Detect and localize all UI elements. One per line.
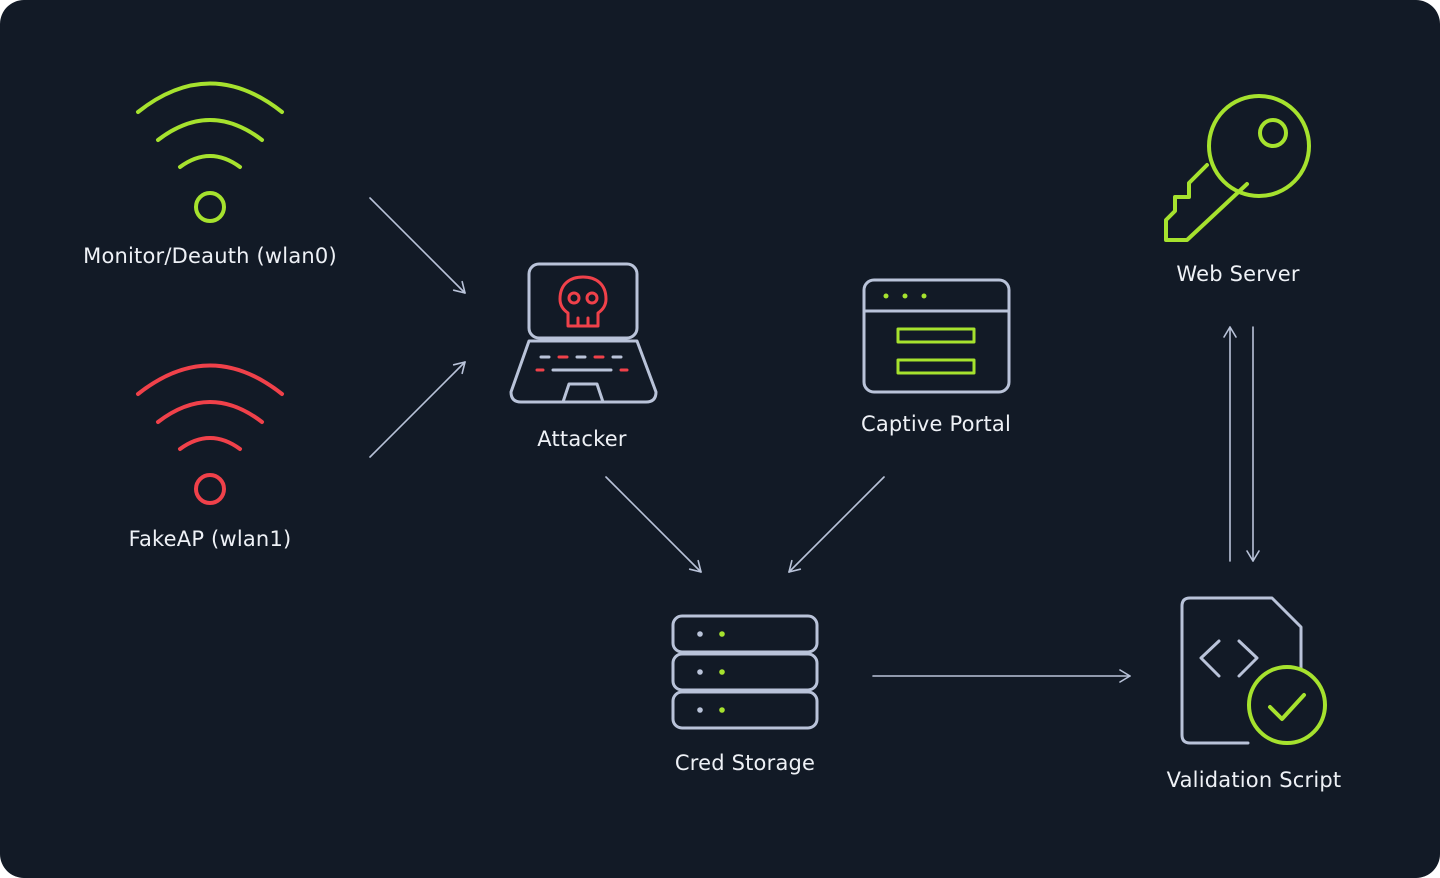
attacker-label: Attacker (537, 427, 627, 451)
wifi-icon (136, 81, 284, 223)
webserver-label: Web Server (1176, 262, 1300, 286)
edge-portal-storage (788, 476, 885, 573)
edge-attacker-storage (605, 476, 702, 573)
browser-window-icon (862, 278, 1011, 394)
edges (369, 197, 1260, 683)
code-file-check-icon (1180, 596, 1327, 745)
edge-fakeap-attacker (369, 361, 466, 458)
wifi-icon (136, 363, 284, 505)
storage-label: Cred Storage (674, 751, 816, 775)
fakeap-label: FakeAP (wlan1) (128, 527, 292, 551)
server-stack-icon (671, 614, 819, 730)
portal-label: Captive Portal (860, 412, 1012, 436)
laptop-skull-icon (509, 262, 658, 404)
key-icon (1164, 94, 1311, 242)
edge-monitor-attacker (369, 197, 466, 294)
validation-label: Validation Script (1166, 768, 1342, 792)
monitor-label: Monitor/Deauth (wlan0) (83, 244, 337, 268)
